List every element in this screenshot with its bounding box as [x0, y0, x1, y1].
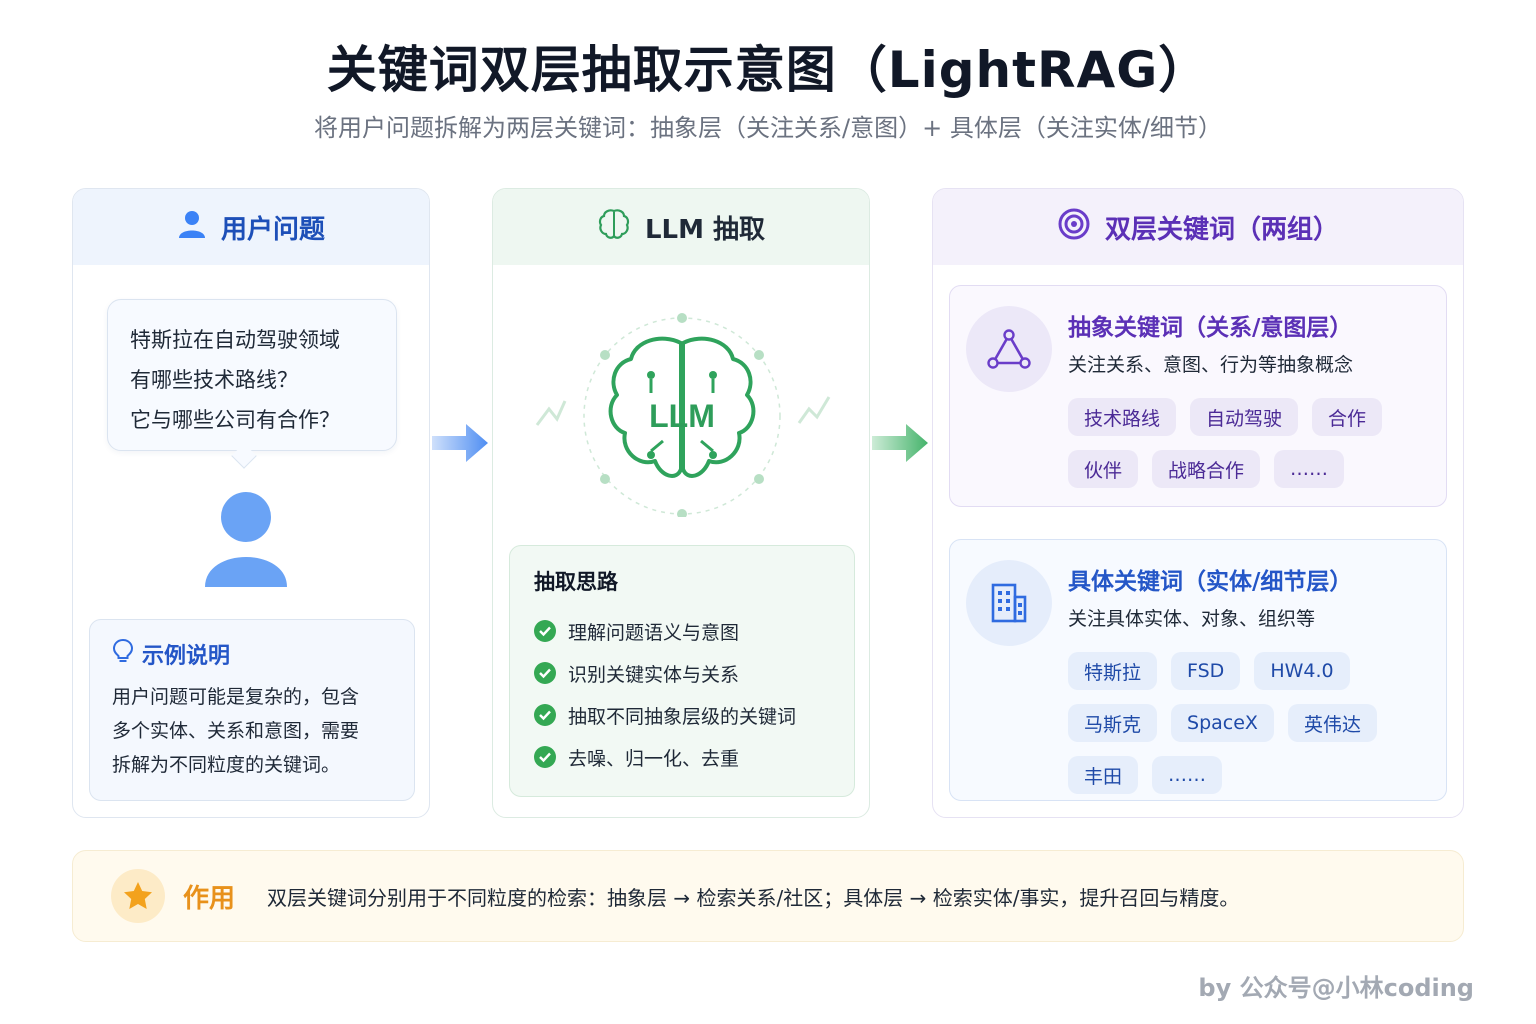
- step-label: 抽取不同抽象层级的关键词: [568, 705, 797, 728]
- step-item: 抽取不同抽象层级的关键词: [534, 694, 830, 736]
- step-label: 识别关键实体与关系: [568, 663, 740, 686]
- keyword-chip: 特斯拉: [1068, 652, 1158, 690]
- flow-arrow-blue: [432, 420, 490, 470]
- keyword-chip: 丰田: [1068, 756, 1139, 794]
- user-panel-title: 用户问题: [220, 214, 325, 245]
- extraction-steps-card: 抽取思路 理解问题语义与意图 识别关键实体与关系 抽取不同抽象层级的关键词 去噪…: [509, 545, 855, 797]
- keyword-chip: 自动驾驶: [1190, 398, 1299, 436]
- step-item: 识别关键实体与关系: [534, 652, 830, 694]
- note-line: 用户问题可能是复杂的，包含: [112, 686, 360, 708]
- keyword-chip: 合作: [1312, 398, 1383, 436]
- question-line: 有哪些技术路线？: [130, 368, 298, 392]
- abstract-chip-list: 技术路线 自动驾驶 合作 伙伴 战略合作 ……: [1068, 398, 1438, 488]
- llm-panel-title: LLM 抽取: [644, 214, 766, 245]
- keyword-chip: 伙伴: [1068, 450, 1139, 488]
- user-panel-header: 用户问题: [73, 189, 429, 265]
- abstract-keywords-title: 抽象关键词（关系/意图层）: [1068, 315, 1353, 341]
- user-icon: [177, 209, 207, 246]
- step-label: 去噪、归一化、去重: [568, 747, 740, 770]
- concrete-chip-list: 特斯拉 FSD HW4.0 马斯克 SpaceX 英伟达 丰田 ……: [1068, 652, 1438, 794]
- steps-title: 抽取思路: [534, 570, 618, 594]
- keyword-chip: SpaceX: [1171, 704, 1274, 742]
- keyword-chip: 马斯克: [1068, 704, 1158, 742]
- page-subtitle: 将用户问题拆解为两层关键词：抽象层（关注关系/意图）+ 具体层（关注实体/细节）: [314, 114, 1222, 142]
- flow-arrow-green: [872, 420, 930, 470]
- step-item: 理解问题语义与意图: [534, 610, 830, 652]
- question-line: 它与哪些公司有合作？: [130, 408, 340, 432]
- llm-brain-illustration: LLM: [531, 305, 833, 521]
- keywords-panel: 双层关键词（两组） 抽象关键词（关系/意图层） 关注关系、意图、行为等抽象概念 …: [932, 188, 1464, 818]
- target-icon: [1057, 207, 1091, 248]
- abstract-keywords-desc: 关注关系、意图、行为等抽象概念: [1068, 354, 1354, 376]
- check-icon: [534, 704, 556, 726]
- concrete-keywords-title: 具体关键词（实体/细节层）: [1068, 569, 1353, 595]
- lightbulb-icon: [112, 638, 134, 670]
- building-icon: [966, 560, 1052, 646]
- note-title: 示例说明: [142, 644, 231, 669]
- keyword-chip: 技术路线: [1068, 398, 1177, 436]
- brain-icon: [597, 207, 631, 248]
- note-line: 拆解为不同粒度的关键词。: [112, 754, 341, 776]
- step-item: 去噪、归一化、去重: [534, 736, 830, 778]
- author-credit: by 公众号@小林coding: [1198, 974, 1474, 1002]
- user-avatar-icon: [201, 489, 291, 593]
- question-bubble: 特斯拉在自动驾驶领域 有哪些技术路线？ 它与哪些公司有合作？: [107, 299, 397, 451]
- user-question-panel: 用户问题 特斯拉在自动驾驶领域 有哪些技术路线？ 它与哪些公司有合作？ 示例说明…: [72, 188, 430, 818]
- effect-banner: 作用 双层关键词分别用于不同粒度的检索：抽象层 → 检索关系/社区；具体层 → …: [72, 850, 1464, 942]
- step-label: 理解问题语义与意图: [568, 621, 740, 644]
- abstract-keywords-card: 抽象关键词（关系/意图层） 关注关系、意图、行为等抽象概念 技术路线 自动驾驶 …: [949, 285, 1447, 507]
- check-icon: [534, 746, 556, 768]
- concrete-keywords-card: 具体关键词（实体/细节层） 关注具体实体、对象、组织等 特斯拉 FSD HW4.…: [949, 539, 1447, 801]
- keyword-chip: 英伟达: [1287, 704, 1377, 742]
- graph-triangle-icon: [966, 306, 1052, 392]
- keyword-chip: FSD: [1171, 652, 1241, 690]
- llm-panel-header: LLM 抽取: [493, 189, 869, 265]
- page-title: 关键词双层抽取示意图（LightRAG）: [326, 41, 1210, 99]
- check-icon: [534, 620, 556, 642]
- llm-extraction-panel: LLM 抽取 LLM 抽取思路 理解问题语义与意图: [492, 188, 870, 818]
- keyword-chip: ……: [1152, 756, 1223, 794]
- note-line: 多个实体、关系和意图，需要: [112, 720, 360, 742]
- effect-label: 作用: [183, 883, 236, 914]
- question-line: 特斯拉在自动驾驶领域: [130, 328, 340, 352]
- keywords-panel-header: 双层关键词（两组）: [933, 189, 1463, 265]
- keywords-panel-title: 双层关键词（两组）: [1104, 214, 1339, 245]
- keyword-chip: HW4.0: [1254, 652, 1350, 690]
- concrete-keywords-desc: 关注具体实体、对象、组织等: [1068, 608, 1316, 630]
- keyword-chip: 战略合作: [1152, 450, 1261, 488]
- effect-text: 双层关键词分别用于不同粒度的检索：抽象层 → 检索关系/社区；具体层 → 检索实…: [267, 885, 1240, 910]
- keyword-chip: ……: [1274, 450, 1345, 488]
- star-icon: [111, 869, 165, 923]
- example-note: 示例说明 用户问题可能是复杂的，包含 多个实体、关系和意图，需要 拆解为不同粒度…: [89, 619, 415, 801]
- check-icon: [534, 662, 556, 684]
- brain-llm-label: LLM: [649, 398, 715, 434]
